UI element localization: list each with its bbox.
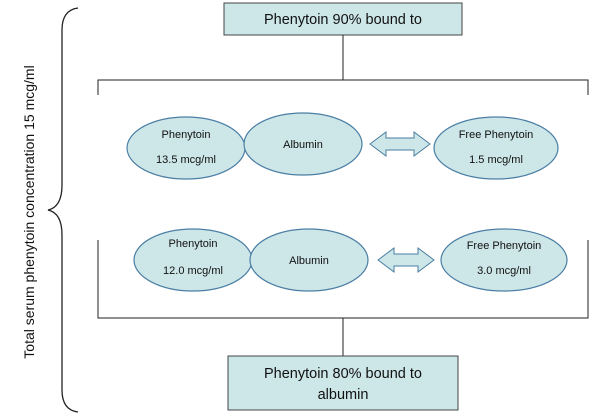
top-bound-value: 13.5 mcg/ml <box>156 154 216 166</box>
bottom-free-phenytoin-ellipse <box>440 228 568 292</box>
top-free-phenytoin-ellipse <box>433 116 559 180</box>
top-bound-name: Phenytoin <box>162 129 211 141</box>
bottom-free-name: Free Phenytoin <box>467 240 542 252</box>
top-free-name: Free Phenytoin <box>459 129 534 141</box>
top-free-value: 1.5 mcg/ml <box>469 154 523 166</box>
bottom-albumin-ellipse <box>249 228 369 292</box>
bottom-box-line1: Phenytoin 80% bound to <box>264 366 422 382</box>
top-albumin-ellipse <box>243 112 363 176</box>
bottom-bound-name: Phenytoin <box>169 238 218 250</box>
bottom-equilibrium-arrow <box>377 247 435 273</box>
bottom-bound-value: 12.0 mcg/ml <box>163 265 223 277</box>
top-box <box>223 2 463 36</box>
top-panel-bracket <box>97 79 589 95</box>
curly-brace <box>47 7 79 413</box>
bottom-free-value: 3.0 mcg/ml <box>477 265 531 277</box>
top-box-label: Phenytoin 90% bound to <box>264 12 422 28</box>
bottom-box-line2: albumin <box>318 387 369 403</box>
bottom-box <box>227 355 459 411</box>
top-albumin-label: Albumin <box>283 139 323 151</box>
top-equilibrium-arrow <box>369 131 431 157</box>
side-label: Total serum phenytoin concentration 15 m… <box>21 65 37 358</box>
top-bound-phenytoin-ellipse <box>126 116 246 180</box>
bottom-albumin-label: Albumin <box>289 255 329 267</box>
